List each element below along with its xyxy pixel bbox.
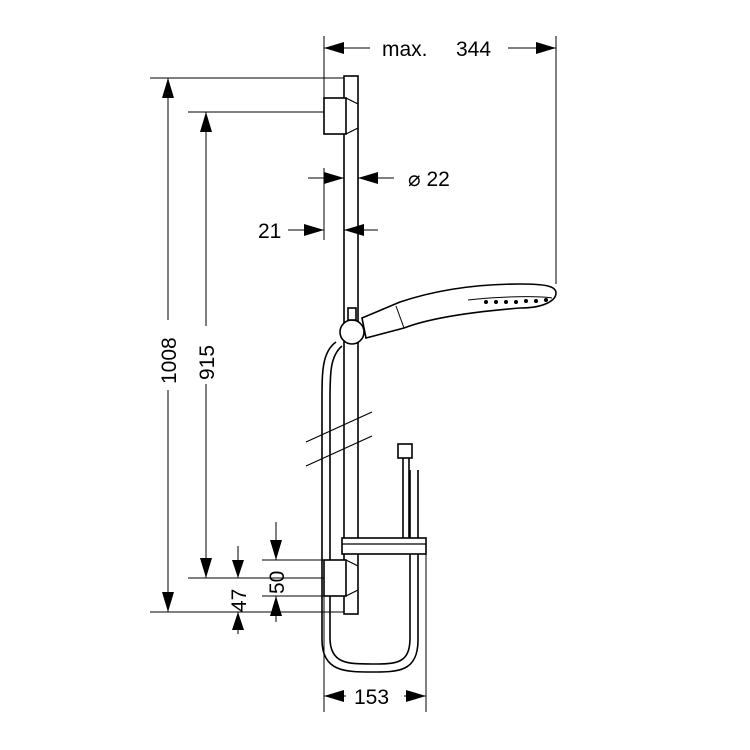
- dimension-total-height: 1008: [158, 78, 181, 612]
- wall-bar: [343, 75, 359, 615]
- dimension-wall-offset-label: 21: [258, 220, 281, 243]
- hose-connector: [397, 443, 413, 548]
- dimension-wall-offset: 21: [258, 220, 378, 243]
- break-marks: [305, 411, 373, 467]
- dimension-max-prefix: max.: [382, 38, 428, 61]
- dimension-bottom-offset-label: 47: [228, 589, 251, 612]
- dimension-max-value: 344: [456, 38, 491, 61]
- dimension-top-offset-label: 50: [266, 571, 289, 594]
- spray-nozzles: [484, 298, 548, 304]
- extension-lines: [150, 36, 557, 712]
- slider-holder: [339, 307, 365, 345]
- shower-hose-inner: [329, 345, 411, 665]
- hand-shower: [361, 283, 557, 339]
- top-wall-bracket: [323, 97, 359, 135]
- soap-dish: [341, 537, 427, 555]
- dimension-rod-diameter: ⌀ 22: [308, 168, 450, 191]
- dimension-bracket-spacing: 915: [196, 112, 219, 578]
- dimension-base-width-label: 153: [354, 686, 389, 709]
- dimension-top-offset: 50: [266, 522, 289, 622]
- shower-hose: [321, 341, 419, 673]
- dimension-base-width: 153: [324, 686, 426, 709]
- dimension-max-width: max. 344: [324, 38, 556, 61]
- dimension-bracket-spacing-label: 915: [196, 345, 219, 380]
- dimension-rod-diameter-label: ⌀ 22: [408, 168, 450, 191]
- dimension-total-height-label: 1008: [158, 337, 181, 384]
- dimension-bottom-offset: 47: [228, 546, 251, 634]
